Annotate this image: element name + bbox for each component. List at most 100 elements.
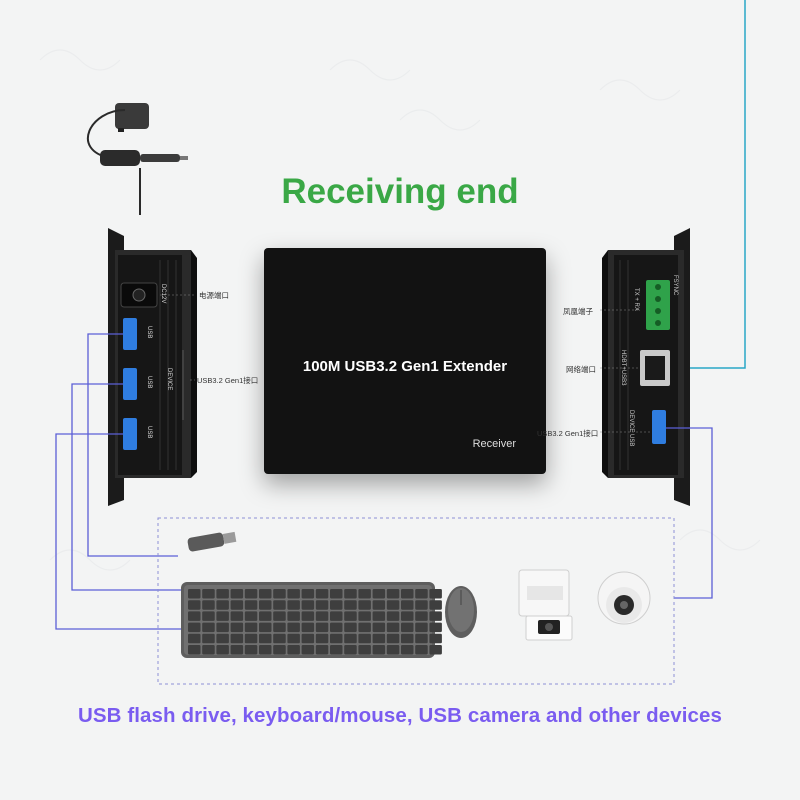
keyboard-key <box>259 645 272 655</box>
keyboard-key <box>372 622 386 633</box>
keyboard-key <box>401 633 414 644</box>
keyboard-key <box>301 600 315 610</box>
keyboard-key <box>287 622 300 633</box>
keyboard-key <box>301 633 315 644</box>
keyboard-key <box>216 645 229 655</box>
keyboard-key <box>273 645 286 655</box>
keyboard-key <box>330 600 343 610</box>
keyboard-key <box>372 645 386 655</box>
right-panel-device <box>602 228 690 506</box>
fsync-text: FSYNC <box>672 275 678 296</box>
keyboard-key <box>287 633 300 644</box>
keyboard-key <box>301 589 315 599</box>
keyboard-key <box>188 600 201 610</box>
keyboard-key <box>259 611 272 621</box>
terminal-label: 凤凰端子 <box>563 307 593 316</box>
keyboard-key <box>429 622 442 633</box>
device-text-left: DEVICE <box>166 368 172 391</box>
usb-cable-1 <box>87 333 178 557</box>
keyboard-key <box>315 600 329 610</box>
keyboard-key <box>188 589 201 599</box>
keyboard-key <box>415 589 428 599</box>
keyboard-key <box>330 622 343 633</box>
network-cable <box>668 0 746 369</box>
usb-camera-icon <box>518 569 573 641</box>
keyboard-key <box>315 633 329 644</box>
dc-text: DC12V <box>160 284 166 304</box>
keyboard-key <box>429 645 442 655</box>
keyboard-key <box>216 622 229 633</box>
keyboard-key <box>230 645 244 655</box>
keyboard-key <box>386 589 400 599</box>
keyboard-key <box>216 589 229 599</box>
keyboard-key <box>401 622 414 633</box>
usb-flash-drive-icon <box>187 531 237 552</box>
keyboard-key <box>429 611 442 621</box>
keyboard-key <box>358 589 371 599</box>
keyboard-key <box>244 611 258 621</box>
keyboard-key <box>358 611 371 621</box>
keyboard-key <box>202 600 215 610</box>
device-subtitle: Receiver <box>472 438 516 450</box>
power-port-label: 电源端口 <box>199 291 229 300</box>
keyboard-key <box>301 611 315 621</box>
keyboard-key <box>429 589 442 599</box>
usb-cable-2 <box>71 383 182 591</box>
keyboard-key <box>301 622 315 633</box>
keyboard-key <box>330 633 343 644</box>
power-adapter-icon <box>87 103 188 215</box>
keyboard-key <box>230 589 244 599</box>
terminal-block <box>646 280 670 330</box>
usb-port-2 <box>123 368 137 400</box>
keyboard-key <box>415 622 428 633</box>
keyboard-key <box>372 633 386 644</box>
keyboard-key <box>386 611 400 621</box>
keyboard-key <box>315 611 329 621</box>
keyboard-key <box>230 633 244 644</box>
keyboard-key <box>259 622 272 633</box>
keyboard-key <box>244 589 258 599</box>
keyboard-key <box>202 622 215 633</box>
usb-text-3: USB <box>146 426 152 439</box>
keyboard-key <box>273 611 286 621</box>
keyboard-key <box>259 589 272 599</box>
keyboard-key <box>230 611 244 621</box>
keyboard-key <box>244 645 258 655</box>
hdbt-text: HDBT+USB3 <box>620 350 626 386</box>
usb-port-3 <box>123 418 137 450</box>
keyboard-key <box>386 633 400 644</box>
keyboard-key <box>244 600 258 610</box>
usb-port-1 <box>123 318 137 350</box>
keyboard-key <box>415 611 428 621</box>
keyboard-key <box>315 589 329 599</box>
keyboard-key <box>216 633 229 644</box>
txrx-text: TX + RX <box>633 288 639 311</box>
keyboard-key <box>372 611 386 621</box>
keyboard-key <box>287 645 300 655</box>
keyboard-key <box>429 600 442 610</box>
keyboard-key <box>287 600 300 610</box>
keyboard-key <box>429 633 442 644</box>
keyboard-key <box>401 589 414 599</box>
usb-cable-3 <box>55 433 182 630</box>
keyboard-key <box>372 600 386 610</box>
keyboard-key <box>344 622 357 633</box>
keyboard-key <box>401 611 414 621</box>
keyboard-key <box>244 622 258 633</box>
keyboard-key <box>202 589 215 599</box>
keyboard-key <box>344 611 357 621</box>
keyboard-key <box>372 589 386 599</box>
usb-text-1: USB <box>146 326 152 339</box>
keyboard-icon <box>181 582 442 658</box>
keyboard-key <box>386 622 400 633</box>
keyboard-key <box>273 600 286 610</box>
device-title: 100M USB3.2 Gen1 Extender <box>302 358 508 375</box>
keyboard-key <box>202 645 215 655</box>
keyboard-key <box>259 600 272 610</box>
keyboard-key <box>273 633 286 644</box>
keyboard-key <box>230 622 244 633</box>
keyboard-key <box>401 645 414 655</box>
dome-camera-icon <box>597 571 651 625</box>
keyboard-key <box>202 633 215 644</box>
